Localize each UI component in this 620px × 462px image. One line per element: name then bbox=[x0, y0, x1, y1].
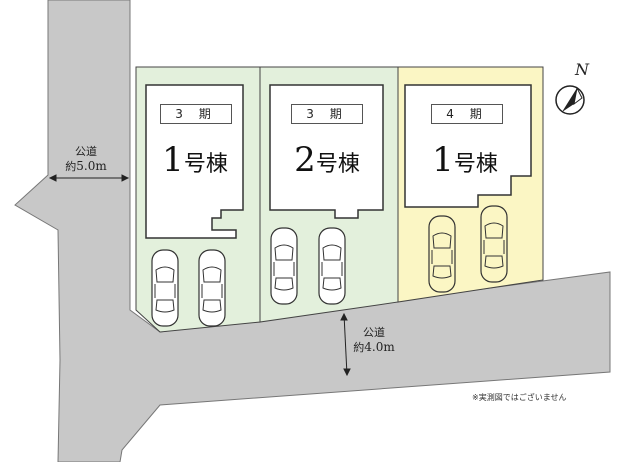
west-road-prefix: 約 bbox=[65, 160, 77, 173]
car-4 bbox=[318, 227, 346, 305]
car-3 bbox=[270, 227, 298, 305]
car-6 bbox=[480, 205, 508, 283]
south-road-prefix: 約 bbox=[353, 341, 365, 354]
west-road bbox=[14, 0, 611, 462]
compass-icon bbox=[555, 85, 585, 115]
west-road-unit: m bbox=[95, 159, 107, 173]
car-1 bbox=[151, 249, 179, 327]
north-label: N bbox=[575, 60, 589, 79]
west-road-type: 公道 bbox=[75, 145, 97, 158]
lot-1-phase: 3 期 bbox=[160, 104, 232, 124]
car-2 bbox=[198, 249, 226, 327]
car-5 bbox=[428, 215, 456, 293]
west-road-width: 5.0 bbox=[76, 159, 96, 173]
lot-2-phase: 3 期 bbox=[291, 104, 363, 124]
lot-2-suffix: 号棟 bbox=[315, 152, 360, 177]
lot-3-name: 1号棟 bbox=[420, 140, 510, 180]
south-road-unit: m bbox=[383, 340, 395, 354]
south-road-width: 4.0 bbox=[364, 340, 384, 354]
south-road-type: 公道 bbox=[363, 326, 385, 339]
lot-3-phase: 4 期 bbox=[431, 104, 503, 124]
lot-1-name: 1号棟 bbox=[150, 140, 240, 180]
west-road-label: 公道 約5.0m bbox=[62, 145, 110, 174]
lot-3-suffix: 号棟 bbox=[453, 152, 498, 177]
lot-1-number: 1 bbox=[162, 140, 184, 180]
lot-1-suffix: 号棟 bbox=[183, 152, 228, 177]
south-road-dimension bbox=[340, 312, 351, 377]
south-road-label: 公道 約4.0m bbox=[348, 326, 400, 355]
lot-2-name: 2号棟 bbox=[282, 140, 372, 180]
west-road-dimension bbox=[48, 174, 130, 182]
disclaimer-note: ※実測図ではございません bbox=[472, 393, 567, 402]
lot-3-number: 1 bbox=[432, 140, 454, 180]
lot-2-number: 2 bbox=[294, 140, 316, 180]
